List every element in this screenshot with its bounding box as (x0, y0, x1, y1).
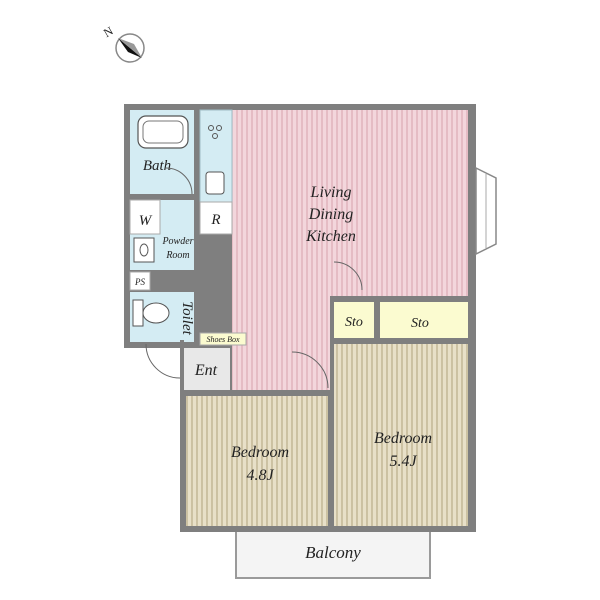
washer-space (129, 199, 161, 235)
storage-left-label: Sto (345, 315, 363, 330)
toilet-icon (132, 299, 170, 327)
ldk-label-line3: Kitchen (305, 228, 356, 245)
bedroom-right-size: 5.4J (389, 453, 417, 470)
entry-wall-stub (180, 340, 184, 392)
balcony-label: Balcony (305, 543, 361, 562)
entrance-area (182, 348, 230, 390)
compass-label: N (101, 23, 116, 40)
bedroom-left-label: Bedroom (231, 444, 289, 461)
bedroom-left-size: 4.8J (246, 467, 274, 484)
compass-north-arrow-icon (115, 33, 145, 63)
storage-left (334, 302, 374, 338)
compass: N (101, 23, 145, 63)
pipe-space-label: PS (134, 277, 145, 287)
shoes-box-label: Shoes Box (206, 335, 240, 344)
refrigerator-label: R (210, 212, 220, 228)
storage-right (380, 302, 468, 338)
washer-label: W (139, 213, 153, 229)
bedroom-left-floor (186, 396, 328, 526)
pipe-space (129, 271, 151, 291)
powder-room-label-line2: Room (165, 250, 189, 261)
washbasin-icon (133, 237, 155, 263)
bay-window (475, 166, 497, 256)
powder-room-label-line1: Powder (161, 236, 193, 247)
ldk-label-line2: Dining (308, 206, 353, 223)
balcony-area (235, 527, 431, 579)
shoes-box (199, 332, 247, 346)
door-swings (145, 167, 363, 389)
bedroom-right-floor (334, 344, 468, 526)
ldk-floor (232, 110, 468, 296)
toilet-label: Toilet (179, 301, 195, 335)
storage-right-label: Sto (411, 316, 429, 331)
refrigerator-space (199, 201, 233, 235)
bath-label: Bath (143, 158, 171, 174)
kitchen-sink-icon (205, 171, 225, 195)
stove-icon (208, 125, 222, 139)
ldk-label-line1: Living (310, 184, 352, 201)
ldk-floor-lower (232, 290, 330, 390)
entrance-label: Ent (194, 362, 218, 379)
bedroom-right-label: Bedroom (374, 430, 432, 447)
bathtub-icon (137, 115, 189, 149)
